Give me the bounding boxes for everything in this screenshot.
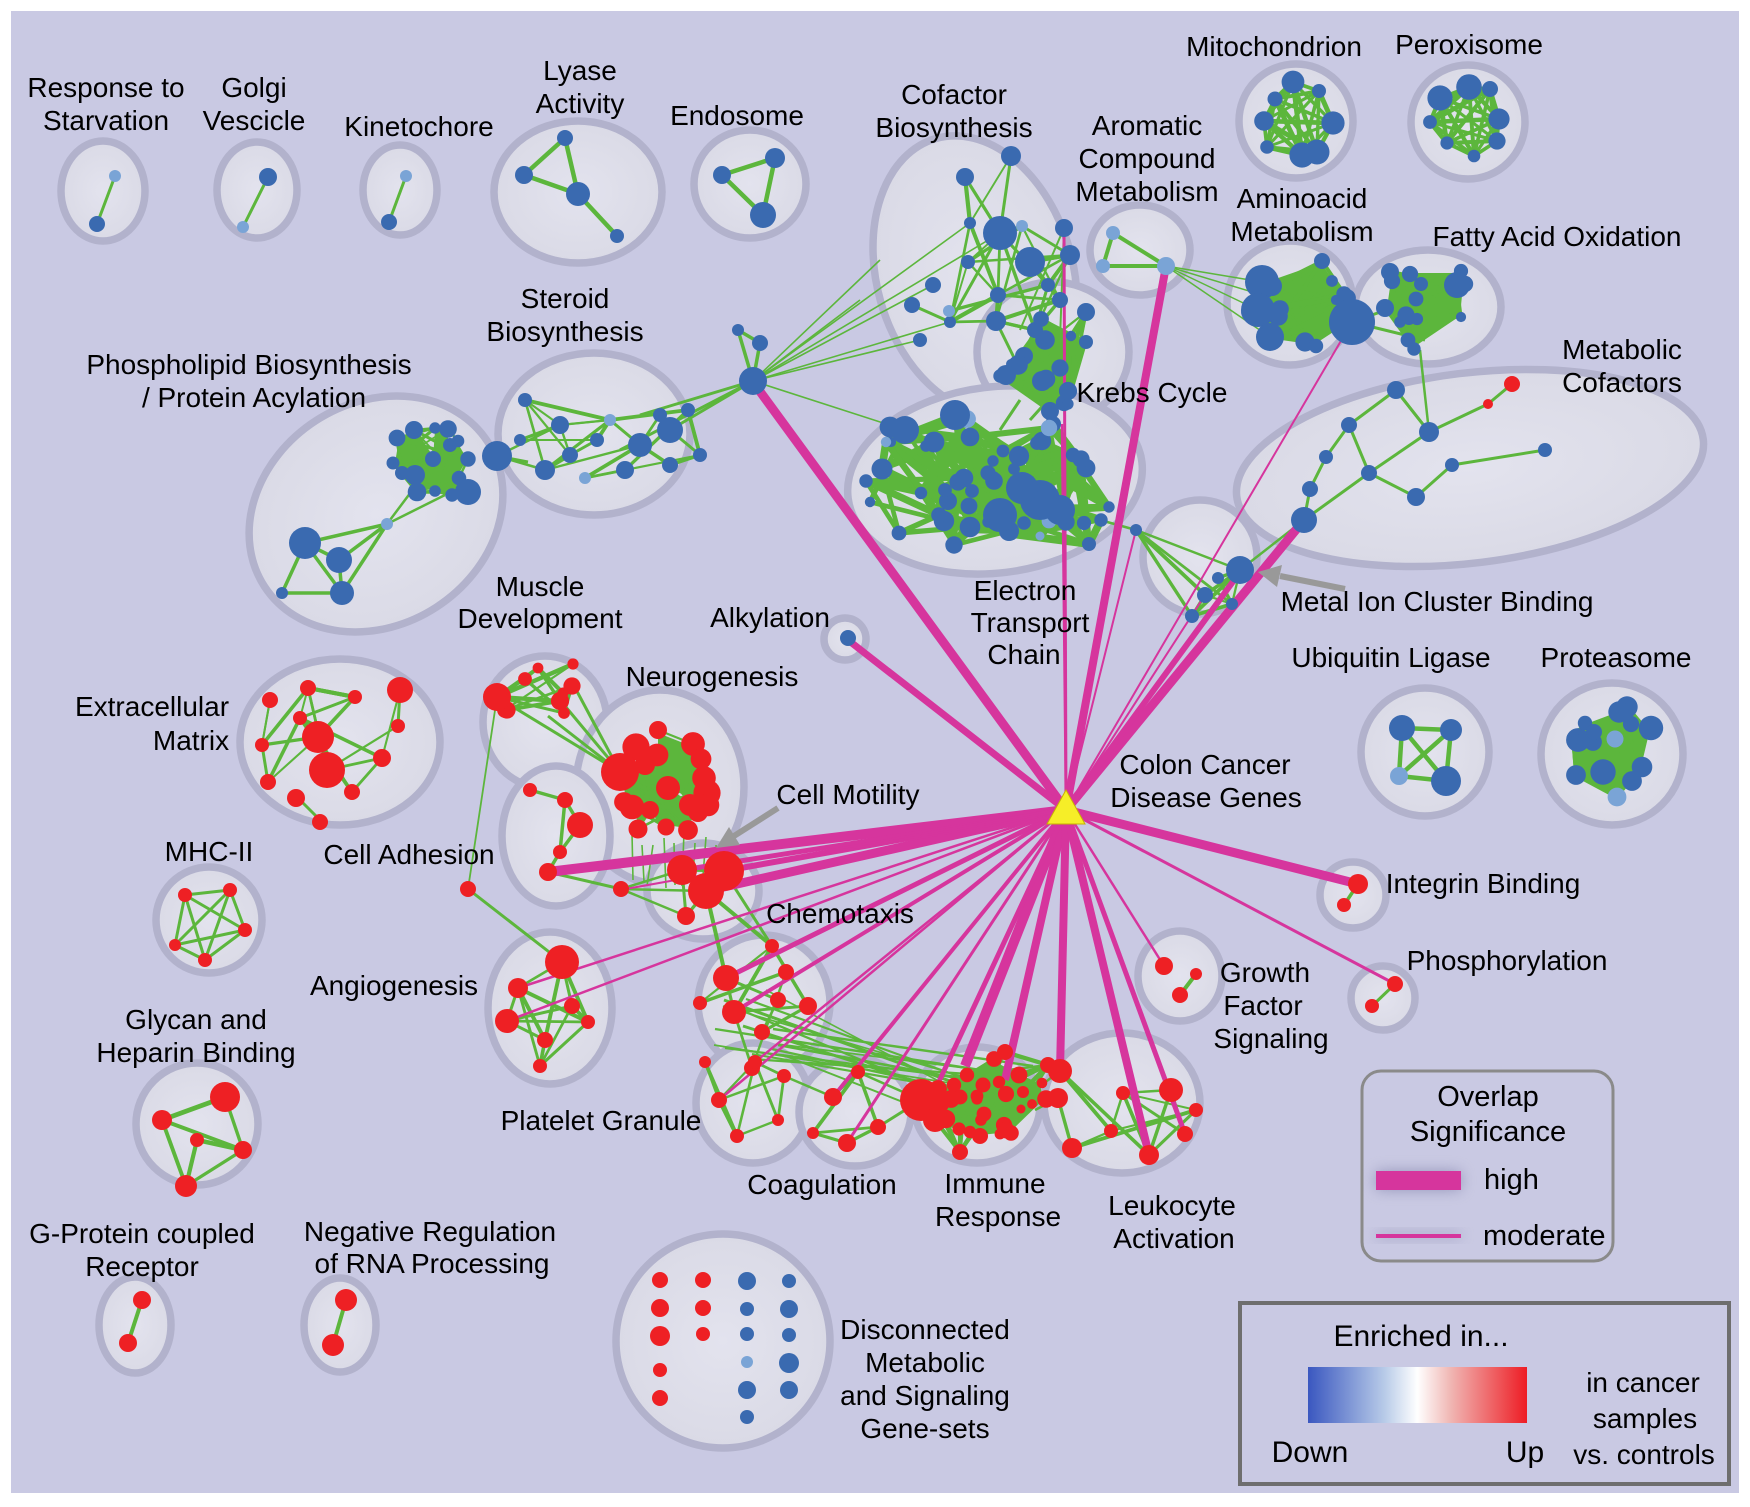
svg-text:Metabolism: Metabolism — [1230, 216, 1373, 247]
svg-text:Fatty Acid Oxidation: Fatty Acid Oxidation — [1432, 221, 1681, 252]
svg-text:Steroid: Steroid — [521, 283, 610, 314]
svg-text:Peroxisome: Peroxisome — [1395, 29, 1543, 60]
svg-text:Neurogenesis: Neurogenesis — [626, 661, 799, 692]
svg-text:Biosynthesis: Biosynthesis — [486, 316, 643, 347]
svg-text:Matrix: Matrix — [153, 725, 229, 756]
svg-text:Ubiquitin Ligase: Ubiquitin Ligase — [1291, 642, 1490, 673]
svg-text:MHC-II: MHC-II — [165, 836, 254, 867]
svg-text:Aromatic: Aromatic — [1092, 110, 1202, 141]
svg-text:Metabolic: Metabolic — [1562, 334, 1682, 365]
svg-text:Metal Ion Cluster Binding: Metal Ion Cluster Binding — [1281, 586, 1594, 617]
svg-text:Colon Cancer: Colon Cancer — [1119, 749, 1290, 780]
svg-text:Chemotaxis: Chemotaxis — [766, 898, 914, 929]
svg-text:samples: samples — [1593, 1403, 1697, 1434]
svg-text:Response to: Response to — [27, 72, 184, 103]
svg-text:Cofactors: Cofactors — [1562, 367, 1682, 398]
svg-text:Gene-sets: Gene-sets — [860, 1413, 989, 1444]
svg-text:Significance: Significance — [1410, 1116, 1566, 1148]
svg-text:Transport: Transport — [971, 607, 1090, 638]
svg-text:Starvation: Starvation — [43, 105, 169, 136]
svg-text:Biosynthesis: Biosynthesis — [875, 112, 1032, 143]
svg-text:Enriched in...: Enriched in... — [1333, 1320, 1508, 1353]
svg-text:moderate: moderate — [1483, 1220, 1606, 1252]
svg-text:Aminoacid: Aminoacid — [1237, 183, 1368, 214]
svg-text:Up: Up — [1506, 1436, 1544, 1469]
svg-text:and Signaling: and Signaling — [840, 1380, 1010, 1411]
svg-text:Integrin Binding: Integrin Binding — [1386, 868, 1581, 899]
svg-text:Vescicle: Vescicle — [203, 105, 306, 136]
svg-text:Down: Down — [1272, 1436, 1349, 1469]
svg-text:Growth: Growth — [1220, 957, 1310, 988]
svg-text:Electron: Electron — [974, 575, 1077, 606]
svg-text:Mitochondrion: Mitochondrion — [1186, 31, 1362, 62]
svg-text:Glycan and: Glycan and — [125, 1004, 267, 1035]
svg-text:in cancer: in cancer — [1586, 1367, 1700, 1398]
svg-text:Cell Adhesion: Cell Adhesion — [323, 839, 494, 870]
svg-text:Receptor: Receptor — [85, 1251, 199, 1282]
svg-text:Phosphorylation: Phosphorylation — [1407, 945, 1608, 976]
svg-text:Activation: Activation — [1113, 1223, 1234, 1254]
svg-text:Response: Response — [935, 1201, 1061, 1232]
svg-text:Golgi: Golgi — [221, 72, 286, 103]
svg-text:Proteasome: Proteasome — [1541, 642, 1692, 673]
svg-text:Activity: Activity — [536, 88, 625, 119]
svg-text:Muscle: Muscle — [496, 571, 585, 602]
svg-text:Phospholipid Biosynthesis: Phospholipid Biosynthesis — [86, 349, 411, 380]
svg-text:Factor: Factor — [1223, 990, 1302, 1021]
svg-text:Negative Regulation: Negative Regulation — [304, 1216, 556, 1247]
svg-text:Coagulation: Coagulation — [747, 1169, 896, 1200]
svg-text:Cofactor: Cofactor — [901, 79, 1007, 110]
svg-text:Metabolism: Metabolism — [1075, 176, 1218, 207]
svg-text:Chain: Chain — [987, 639, 1060, 670]
svg-text:Lyase: Lyase — [543, 55, 617, 86]
svg-text:high: high — [1484, 1164, 1539, 1196]
svg-text:Metabolic: Metabolic — [865, 1347, 985, 1378]
svg-text:Heparin Binding: Heparin Binding — [96, 1037, 295, 1068]
svg-text:vs. controls: vs. controls — [1573, 1439, 1715, 1470]
svg-text:Krebs Cycle: Krebs Cycle — [1077, 377, 1228, 408]
svg-text:Platelet Granule: Platelet Granule — [501, 1105, 702, 1136]
svg-text:Signaling: Signaling — [1213, 1023, 1328, 1054]
svg-text:Leukocyte: Leukocyte — [1108, 1190, 1236, 1221]
svg-text:Disease Genes: Disease Genes — [1110, 782, 1301, 813]
svg-text:G-Protein coupled: G-Protein coupled — [29, 1218, 255, 1249]
svg-text:/ Protein Acylation: / Protein Acylation — [142, 382, 366, 413]
svg-text:Overlap: Overlap — [1437, 1081, 1539, 1113]
svg-text:Extracellular: Extracellular — [75, 691, 229, 722]
svg-text:Alkylation: Alkylation — [710, 602, 830, 633]
svg-text:Development: Development — [458, 603, 623, 634]
svg-text:Cell Motility: Cell Motility — [776, 779, 919, 810]
svg-text:of RNA Processing: of RNA Processing — [315, 1248, 550, 1279]
svg-text:Disconnected: Disconnected — [840, 1314, 1010, 1345]
svg-text:Endosome: Endosome — [670, 100, 804, 131]
svg-text:Kinetochore: Kinetochore — [344, 111, 493, 142]
svg-text:Angiogenesis: Angiogenesis — [310, 970, 478, 1001]
svg-text:Immune: Immune — [944, 1168, 1045, 1199]
svg-text:Compound: Compound — [1079, 143, 1216, 174]
